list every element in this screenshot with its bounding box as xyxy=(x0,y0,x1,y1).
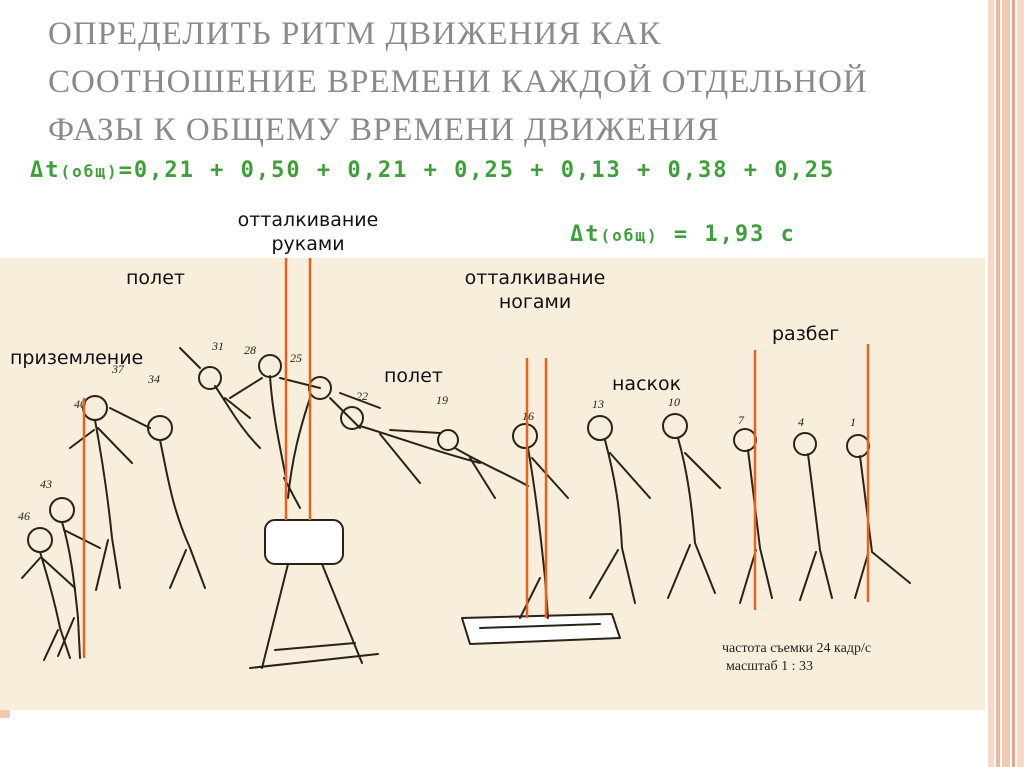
vault-horse xyxy=(249,519,379,669)
phase-label-landing: приземление xyxy=(10,347,144,369)
phase-label-line: отталкивание xyxy=(464,267,606,289)
frame-number: 43 xyxy=(40,477,52,491)
figure-hand-push xyxy=(229,354,381,509)
right-decor-stripes xyxy=(988,0,1024,767)
phase-label-hand-push: отталкивание руками xyxy=(222,208,394,256)
vault-sketch: 43 46 40 37 34 31 28 25 22 19 16 13 10 7… xyxy=(18,258,911,669)
title-line-1: Определить ритм движения как xyxy=(48,16,662,52)
frame-number: 13 xyxy=(592,397,604,411)
frame-rate-caption: частота съемки 24 кадр/с xyxy=(722,641,872,656)
sum-expression: =0,21 + 0,50 + 0,21 + 0,25 + 0,13 + 0,38… xyxy=(118,158,836,183)
figure-leg-push xyxy=(512,423,569,619)
frame-number: 4 xyxy=(798,415,804,429)
time-total-formula: Δt(общ) = 1,93 с xyxy=(570,222,796,247)
phase-label-leg-push: отталкивание ногами xyxy=(448,266,622,314)
title-line-3: фазы к общему времени движения xyxy=(48,112,720,148)
total-expression: = 1,93 с xyxy=(658,222,796,247)
frame-number: 1 xyxy=(850,415,856,429)
springboard xyxy=(461,613,621,645)
phase-label-line: ногами xyxy=(498,291,572,313)
time-sum-formula: Δt(общ)=0,21 + 0,50 + 0,21 + 0,25 + 0,13… xyxy=(30,158,835,183)
figure-run-up xyxy=(733,428,911,604)
delta-t-symbol: Δt xyxy=(30,158,61,183)
slide-title: Определить ритм движения как соотношение… xyxy=(48,10,978,154)
phase-label-hop: наскок xyxy=(612,373,682,395)
frame-number: 10 xyxy=(668,395,680,409)
frame-number: 37 xyxy=(111,362,125,376)
frame-number: 31 xyxy=(211,339,224,353)
title-line-2: соотношение времени каждой отдельной xyxy=(48,64,868,100)
phase-label-flight-2: полет xyxy=(384,365,443,387)
phase-label-run-up: разбег xyxy=(772,323,840,345)
frame-number: 19 xyxy=(436,393,448,407)
figure-landing xyxy=(21,395,133,661)
figure-flight-2 xyxy=(340,406,529,499)
delta-t-symbol: Δt xyxy=(570,222,601,247)
vault-phase-drawing: 43 46 40 37 34 31 28 25 22 19 16 13 10 7… xyxy=(0,258,985,710)
total-subscript: (общ) xyxy=(600,226,659,245)
frame-number: 46 xyxy=(18,509,30,523)
frame-number: 34 xyxy=(147,372,160,386)
scale-caption: масштаб 1 : 33 xyxy=(726,659,813,674)
frame-number: 25 xyxy=(290,351,302,365)
phase-label-line: руками xyxy=(271,233,345,255)
frame-number: 22 xyxy=(356,389,368,403)
frame-number: 28 xyxy=(244,343,256,357)
figure-flight-1 xyxy=(109,347,261,589)
phase-label-line: отталкивание xyxy=(237,209,379,231)
phase-label-flight-1: полет xyxy=(126,267,185,289)
total-subscript: (общ) xyxy=(60,162,119,181)
frame-number: 7 xyxy=(738,413,745,427)
figure-hop xyxy=(587,413,721,604)
